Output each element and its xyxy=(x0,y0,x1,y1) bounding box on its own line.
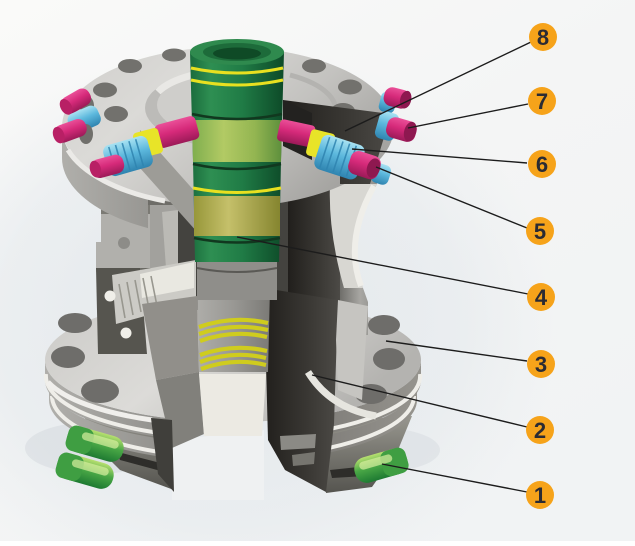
svg-text:2: 2 xyxy=(534,418,546,443)
svg-text:8: 8 xyxy=(537,25,549,50)
svg-text:6: 6 xyxy=(536,152,548,177)
svg-text:7: 7 xyxy=(536,89,548,114)
svg-text:4: 4 xyxy=(535,285,548,310)
svg-text:5: 5 xyxy=(534,219,546,244)
svg-text:3: 3 xyxy=(535,352,547,377)
svg-text:1: 1 xyxy=(534,483,546,508)
